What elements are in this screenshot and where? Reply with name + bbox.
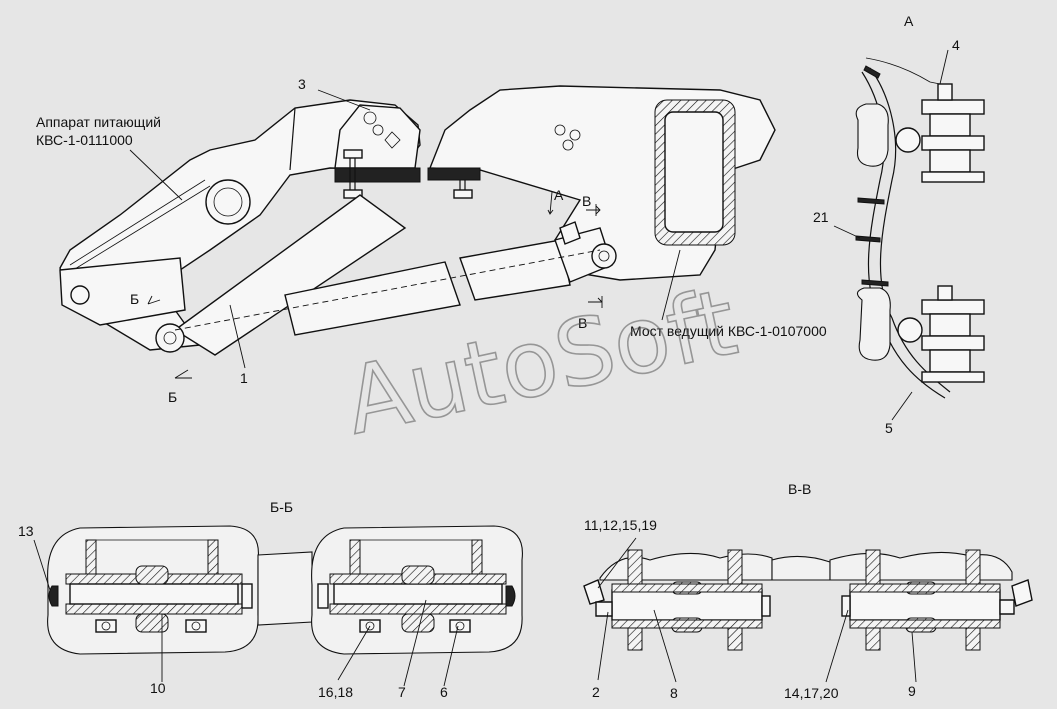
vv-left-assembly: [583, 549, 771, 651]
section-bb: Б-Б: [18, 499, 523, 700]
part-number-4: 4: [952, 37, 960, 53]
part-number-1: 1: [240, 370, 248, 386]
part-number-7: 7: [398, 684, 406, 700]
part-number-6: 6: [440, 684, 448, 700]
part-number-5: 5: [885, 420, 893, 436]
cylinder-rod-housing: [284, 261, 461, 336]
view-a-title: А: [904, 13, 914, 29]
axle-label: Мост ведущий КВС-1-0107000: [630, 323, 827, 339]
vv-right-assembly: [841, 549, 1033, 651]
section-vv-title: В-В: [788, 481, 811, 497]
part-number-2: 2: [592, 684, 600, 700]
roller-lower-plate: [921, 299, 985, 315]
section-mark-v-top: В: [582, 193, 591, 209]
section-mark-b-top: Б: [130, 291, 139, 307]
feeder-label-line1: Аппарат питающий: [36, 114, 161, 130]
section-vv-top-right: [829, 551, 1013, 581]
leader-feeder: [129, 149, 183, 201]
part-number-10: 10: [150, 680, 166, 696]
view-mark-a: А: [554, 187, 564, 203]
part-number-11-12-15-19: 11,12,15,19: [584, 517, 657, 533]
part-number-3: 3: [298, 76, 306, 92]
section-vv-top-left: [599, 552, 773, 581]
section-mark-b-bottom: Б: [168, 389, 177, 405]
bb-right-assembly: [317, 539, 516, 633]
main-view: Аппарат питающий КВС-1-0111000 3 1 Б Б А…: [36, 76, 827, 405]
section-vv: В-В: [583, 481, 1033, 701]
section-mark-v-bottom: В: [578, 315, 587, 331]
part-number-9: 9: [908, 683, 916, 699]
part-number-8: 8: [670, 685, 678, 701]
part-number-14-17-20: 14,17,20: [784, 685, 839, 701]
section-bb-title: Б-Б: [270, 499, 293, 515]
roller-upper-plate: [921, 99, 985, 115]
bb-left-assembly: [48, 539, 253, 633]
part-number-21: 21: [813, 209, 829, 225]
part-number-13: 13: [18, 523, 34, 539]
leader-axle: [661, 249, 681, 321]
cylinder-eye: [155, 323, 185, 353]
view-a: А 4 21 5: [813, 13, 985, 436]
feeder-label-line2: КВС-1-0111000: [36, 132, 133, 148]
part-number-16-18: 16,18: [318, 684, 353, 700]
feeder-hub: [205, 179, 251, 225]
leader-1: [229, 304, 246, 369]
leader-3: [317, 89, 371, 111]
